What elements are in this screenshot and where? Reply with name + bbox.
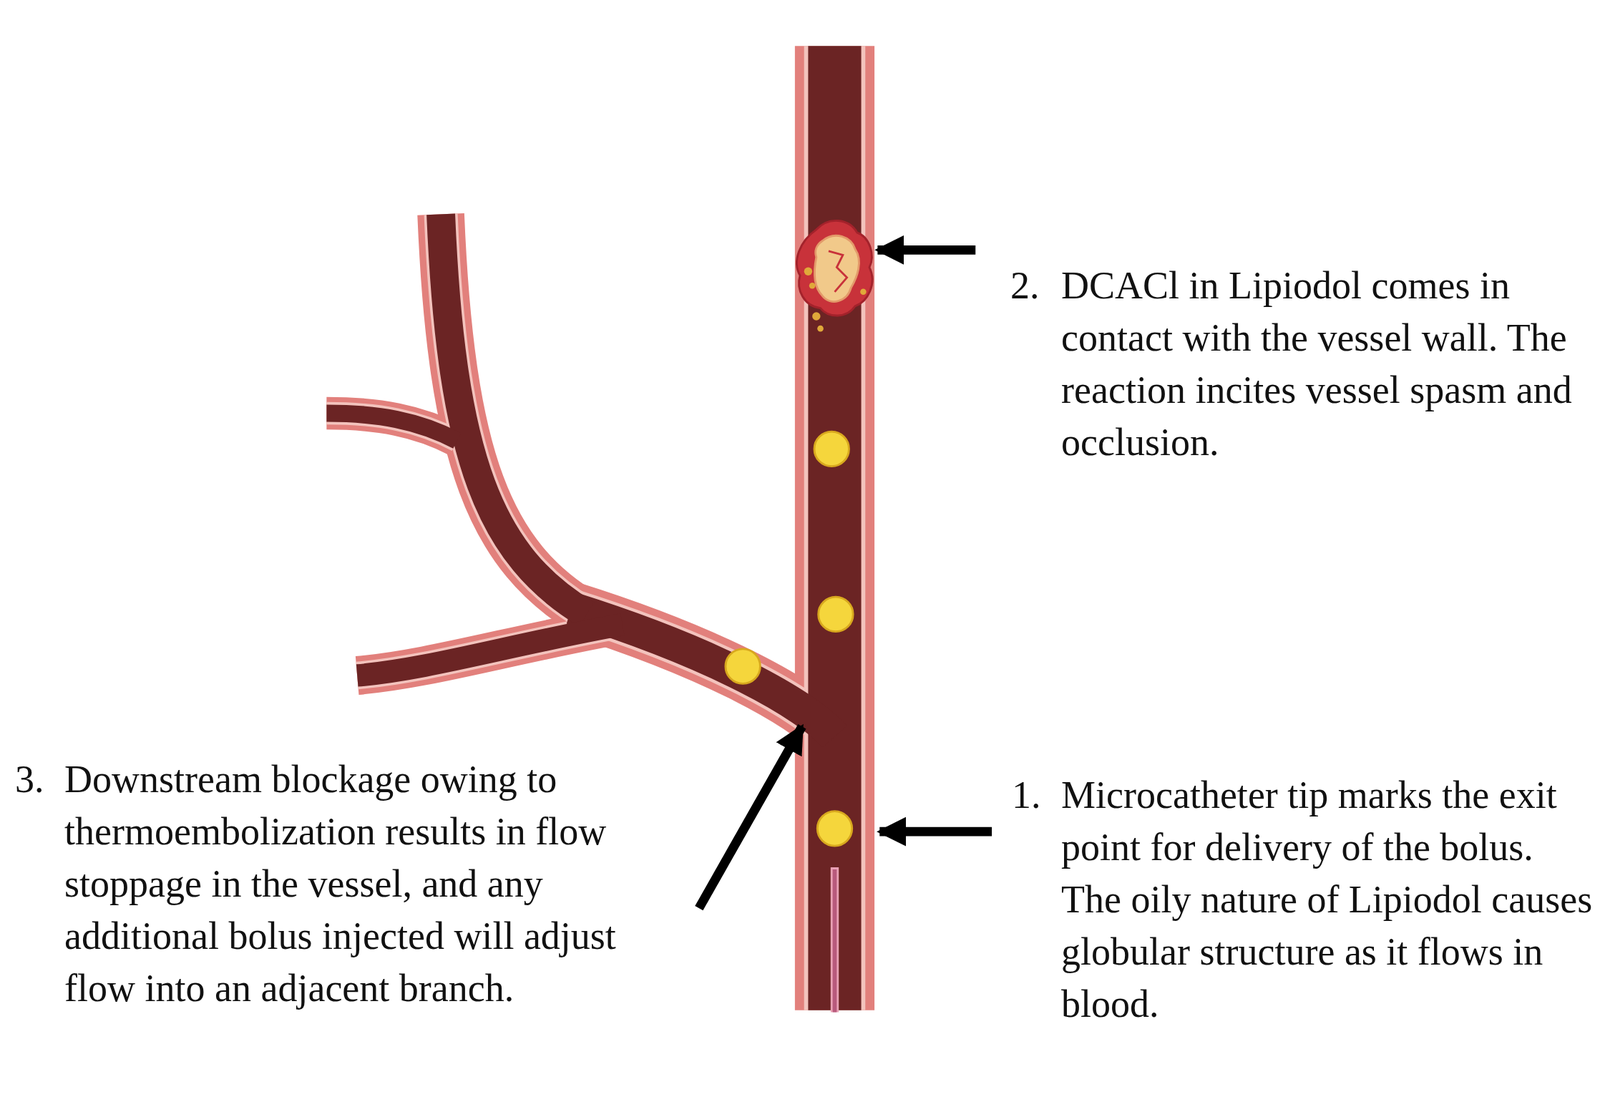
callout-text: Microcatheter tip marks the exit point f… <box>1061 769 1595 1031</box>
callout-number: 2. <box>1010 259 1061 312</box>
vessel-occlusion <box>797 220 873 332</box>
callout-text: Downstream blockage owing to thermoembol… <box>64 753 659 1015</box>
lipiodol-globules <box>725 431 853 846</box>
callout-text: DCACl in Lipiodol comes in contact with … <box>1061 259 1595 469</box>
callout-number: 1. <box>1011 769 1062 822</box>
leader-arrows <box>699 249 992 909</box>
callout-number: 3. <box>15 753 66 806</box>
microcatheter <box>834 867 836 1012</box>
